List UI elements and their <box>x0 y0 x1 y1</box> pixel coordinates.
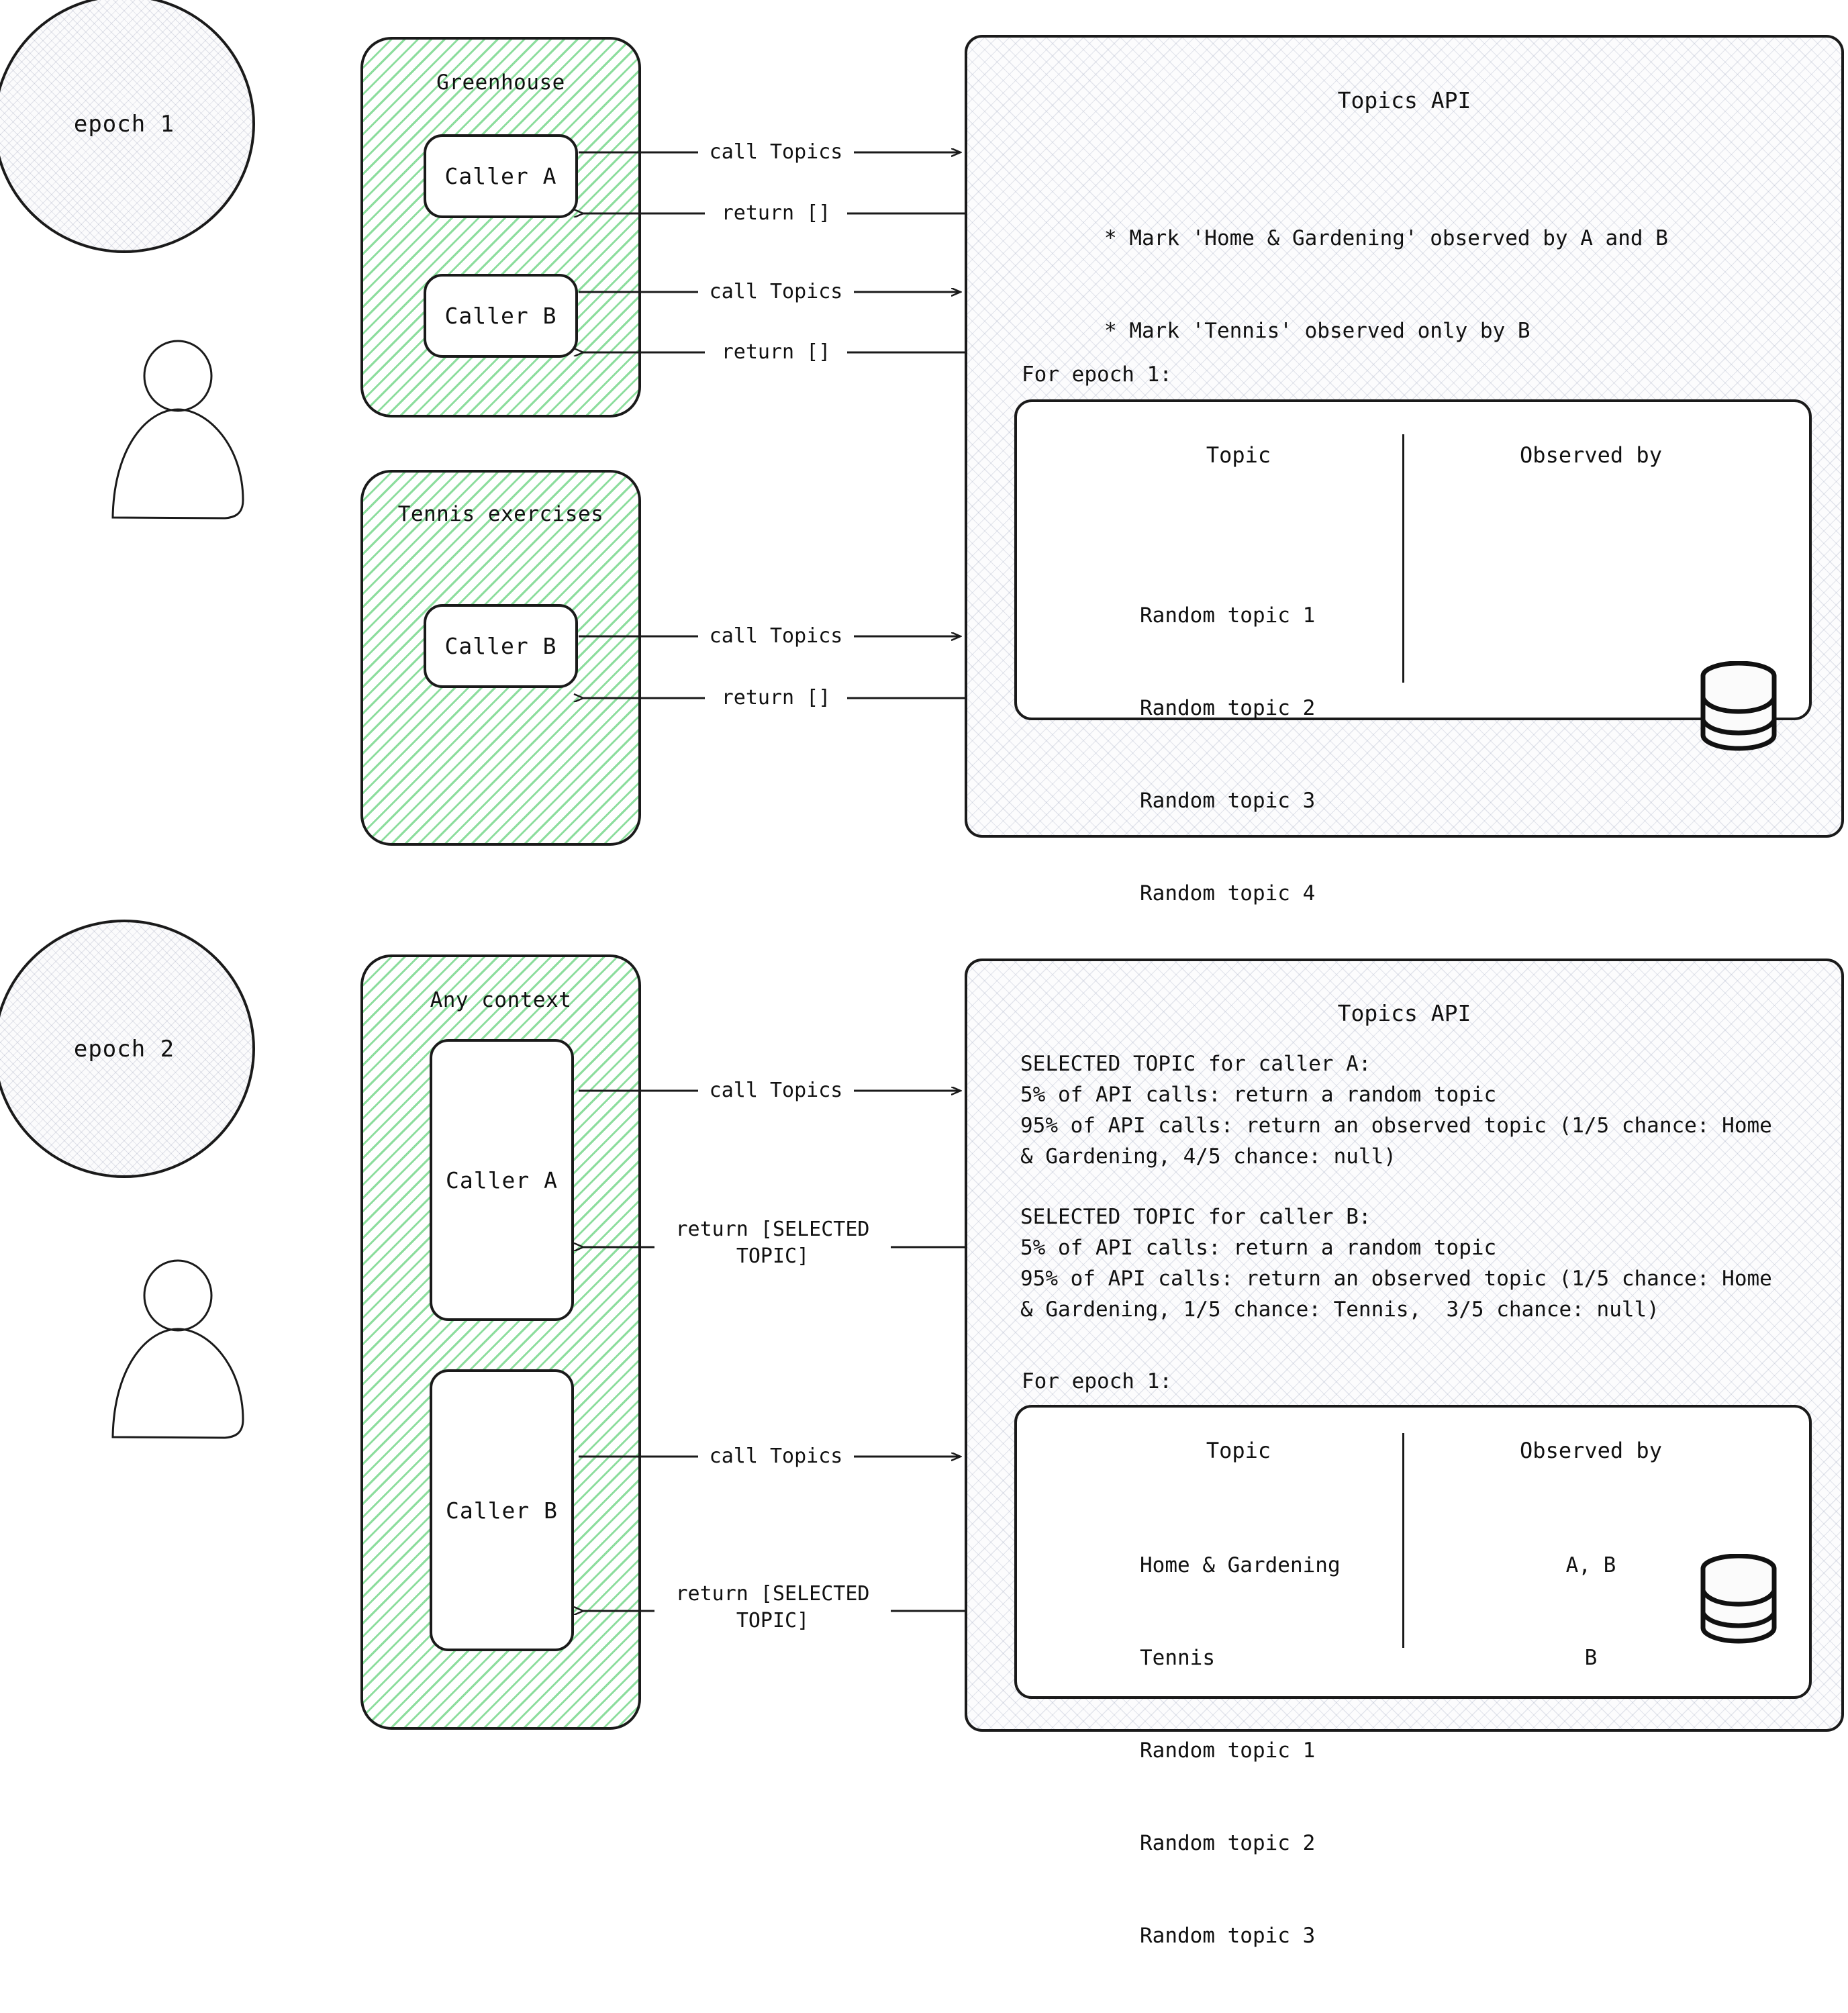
epoch-2-topics-table: Topic Observed by Home & Gardening Tenni… <box>1014 1405 1812 1948</box>
caller-box-greenhouse-b[interactable]: Caller B <box>424 274 578 358</box>
caller-label: Caller B <box>444 303 557 329</box>
actor-person-icon <box>101 1259 255 1443</box>
table-row: Random topic 4 <box>1140 881 1316 905</box>
table-column-topic: Topic <box>1206 442 1271 468</box>
api-bullet-line: * Mark 'Tennis' observed only by B <box>1104 319 1530 343</box>
table-row: Random topic 1 <box>1140 1738 1316 1763</box>
table-observed-by-cells: A, B B <box>1433 1488 1749 1735</box>
table-column-observed-by: Observed by <box>1520 442 1662 468</box>
table-column-topic: Topic <box>1206 1438 1271 1463</box>
context-tennis-exercises-title: Tennis exercises <box>397 502 604 526</box>
context-any-context-title: Any context <box>430 988 572 1012</box>
epoch-1-label: epoch 1 <box>73 110 175 138</box>
table-row: Random topic 3 <box>1140 1924 1316 1948</box>
arrow-label-call-topics: call Topics <box>698 1443 854 1470</box>
api-bullet-line: * Mark 'Home & Gardening' observed by A … <box>1104 226 1668 250</box>
arrow-label-return-selected-topic: return [SELECTED TOPIC] <box>654 1216 891 1270</box>
caller-label: Caller B <box>444 633 557 659</box>
topics-api-caller-b-rules: SELECTED TOPIC for caller B: 5% of API c… <box>1020 1205 1772 1322</box>
actor-person-icon <box>101 339 255 524</box>
epoch-1-table-caption: For epoch 1: <box>1022 362 1172 387</box>
caller-label: Caller B <box>446 1497 558 1524</box>
topics-api-title: Topics API <box>1337 87 1471 113</box>
table-row: Tennis <box>1140 1646 1215 1670</box>
topics-api-bullets: * Mark 'Home & Gardening' observed by A … <box>1104 161 1816 408</box>
table-row: B <box>1584 1646 1598 1670</box>
table-row: Random topic 1 <box>1140 603 1316 628</box>
arrow-label-return-empty: return [] <box>705 339 847 366</box>
epoch-2-ellipse: epoch 2 <box>0 920 255 1178</box>
epoch-1-topics-table: Topic Observed by Random topic 1 Random … <box>1014 399 1812 998</box>
table-row: Random topic 3 <box>1140 789 1316 813</box>
database-cylinder-icon <box>1698 1553 1779 1644</box>
caller-box-any-a[interactable]: Caller A <box>430 1039 574 1321</box>
arrow-label-call-topics: call Topics <box>698 139 854 166</box>
arrow-label-return-selected-topic: return [SELECTED TOPIC] <box>654 1581 891 1634</box>
arrow-label-call-topics: call Topics <box>698 623 854 650</box>
epoch-1-ellipse: epoch 1 <box>0 0 255 253</box>
caller-box-any-b[interactable]: Caller B <box>430 1369 574 1651</box>
topics-api-caller-a-rules: SELECTED TOPIC for caller A: 5% of API c… <box>1020 1052 1772 1169</box>
epoch-2-table-caption: For epoch 1: <box>1022 1369 1172 1393</box>
topics-api-title: Topics API <box>1337 1000 1471 1026</box>
table-row: Random topic 2 <box>1140 1831 1316 1855</box>
table-row: A, B <box>1565 1553 1616 1577</box>
database-cylinder-icon <box>1698 660 1779 752</box>
arrow-label-return-empty: return [] <box>705 685 847 711</box>
table-topic-cells: Home & Gardening Tennis Random topic 1 R… <box>1140 1488 1341 2013</box>
caller-box-tennis-b[interactable]: Caller B <box>424 604 578 688</box>
caller-label: Caller A <box>446 1167 558 1193</box>
arrow-label-call-topics: call Topics <box>698 1077 854 1104</box>
diagram-canvas: epoch 1 Greenhouse Caller A Caller B Ten… <box>0 0 1844 1948</box>
table-row: Home & Gardening <box>1140 1553 1341 1577</box>
caller-label: Caller A <box>444 163 557 189</box>
table-column-observed-by: Observed by <box>1520 1438 1662 1463</box>
table-column-divider <box>1402 1433 1404 1648</box>
table-column-divider <box>1402 434 1404 683</box>
context-greenhouse-title: Greenhouse <box>436 70 565 95</box>
epoch-2-label: epoch 2 <box>73 1035 175 1063</box>
arrow-label-return-empty: return [] <box>705 200 847 227</box>
table-row: Random topic 2 <box>1140 696 1316 720</box>
arrow-label-call-topics: call Topics <box>698 279 854 305</box>
context-greenhouse <box>360 37 641 418</box>
caller-box-greenhouse-a[interactable]: Caller A <box>424 134 578 218</box>
